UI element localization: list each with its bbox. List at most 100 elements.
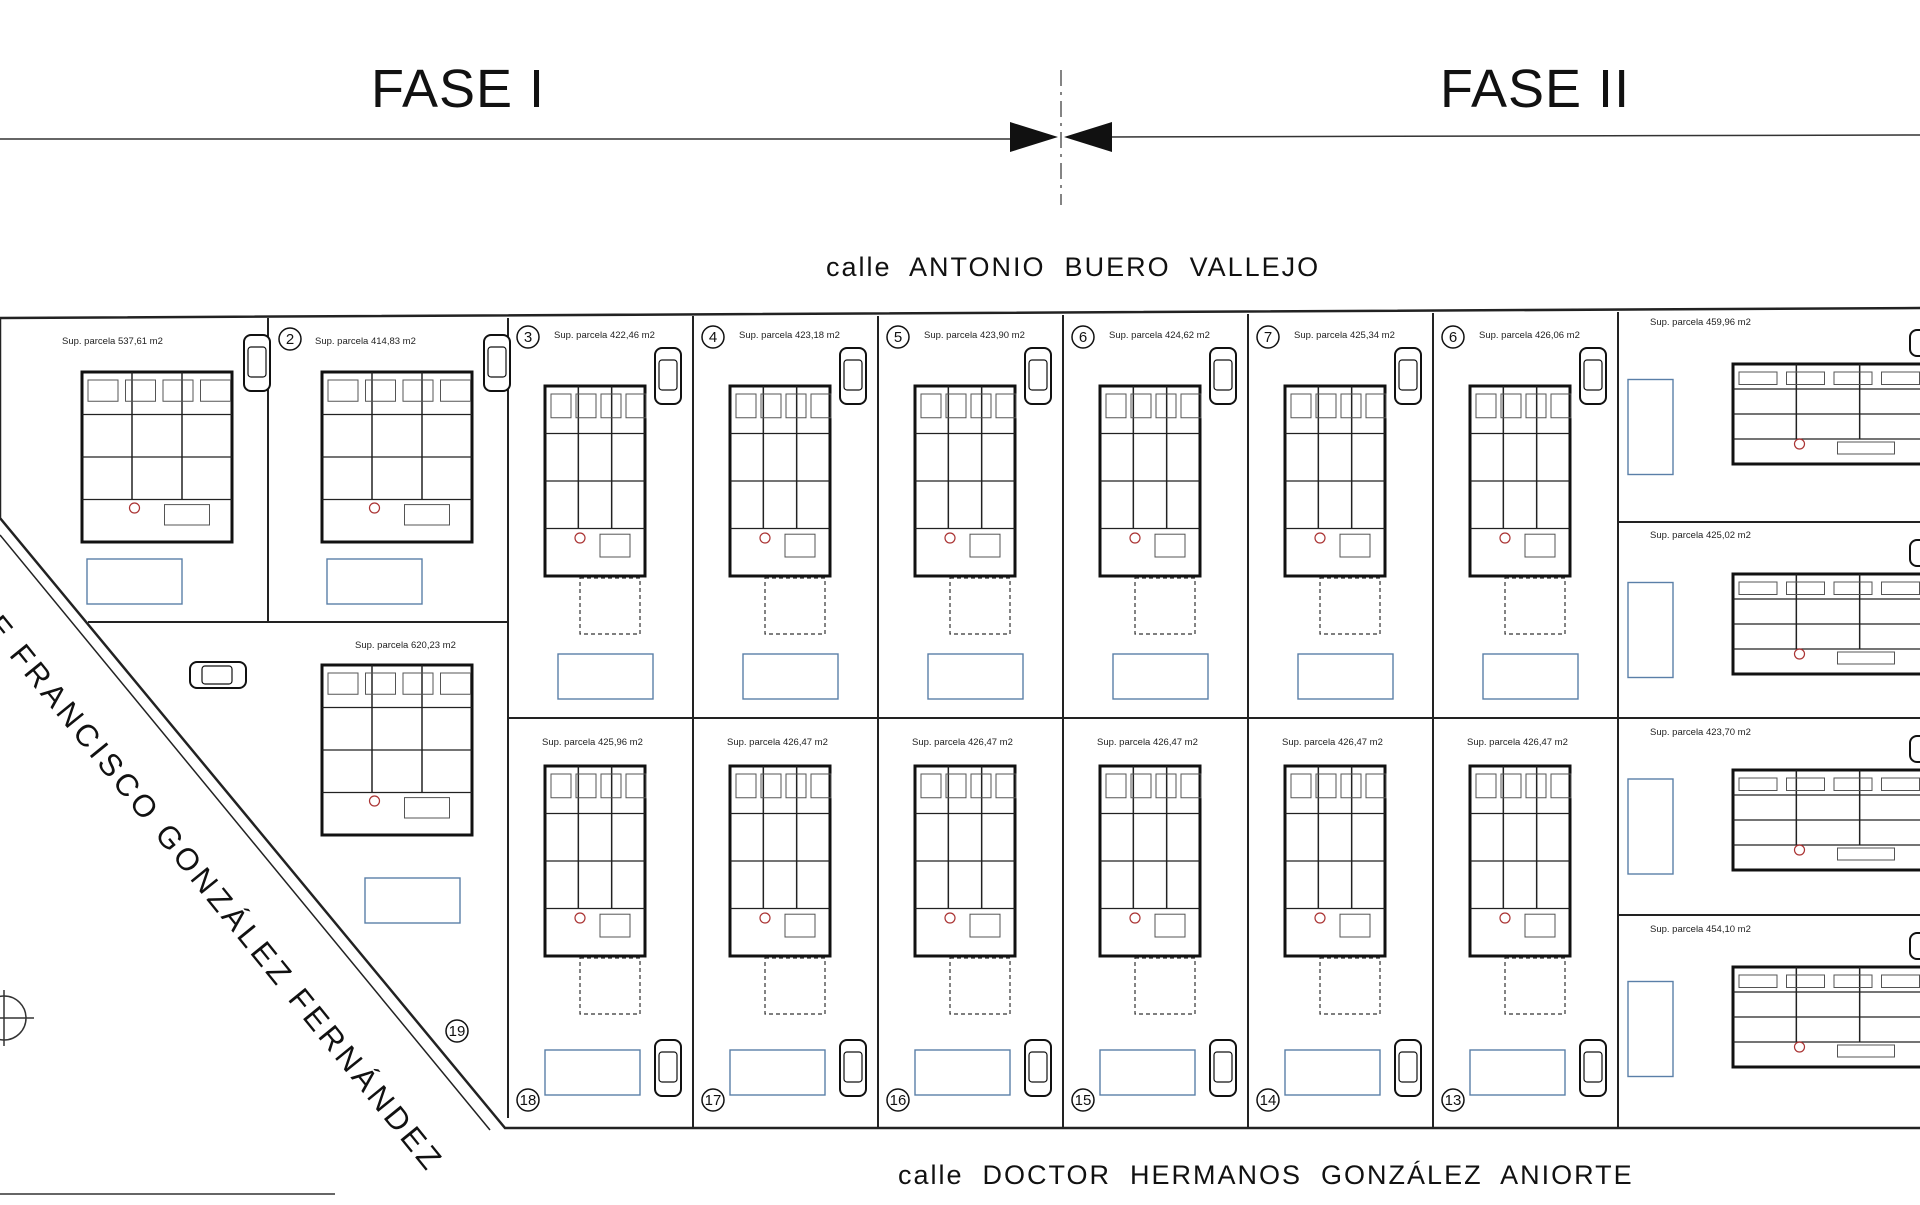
plot-p4: Sup. parcela 423,18 m2 4 — [701, 325, 840, 349]
plot-area-label: Sup. parcela 423,18 m2 — [739, 330, 840, 341]
svg-text:2: 2 — [286, 331, 294, 348]
plot-area-label: Sup. parcela 424,62 m2 — [1109, 330, 1210, 341]
car-icon — [1579, 1039, 1607, 1097]
pool-icon — [742, 653, 839, 700]
plot-p16: Sup. parcela 426,47 m2 16 — [886, 737, 1013, 1112]
car-icon — [1024, 1039, 1052, 1097]
pool-icon — [86, 558, 183, 605]
house-plan-icon — [543, 764, 647, 958]
pool-icon — [1627, 581, 1674, 679]
house-plan-icon — [80, 370, 234, 544]
road-edge-diagonal — [0, 534, 491, 1131]
car-icon — [243, 334, 271, 392]
car-icon — [1909, 539, 1920, 567]
phase-divider-arrow-left — [1010, 122, 1058, 152]
plot-p5: Sup. parcela 423,90 m25 — [886, 325, 1025, 349]
plot-p8: Sup. parcela 426,06 m2 6 — [1441, 325, 1580, 349]
plot-area-label: Sup. parcela 414,83 m2 — [315, 336, 416, 347]
plot-pr4: Sup. parcela 454,10 m2 — [1650, 924, 1751, 935]
plot-number: 17 — [701, 1088, 725, 1112]
plot-area-label: Sup. parcela 537,61 m2 — [62, 336, 163, 347]
pool-icon — [1112, 653, 1209, 700]
plot-pr2: Sup. parcela 425,02 m2 — [1650, 530, 1751, 541]
svg-text:6: 6 — [1449, 329, 1457, 346]
north-arrow-icon — [0, 990, 34, 1046]
pool-icon — [1469, 1049, 1566, 1096]
plot-boundaries — [88, 312, 1920, 1128]
pool-icon — [914, 1049, 1011, 1096]
plot-number: 6 — [1441, 325, 1465, 349]
house-plan-icon — [913, 384, 1017, 578]
terrace-outline — [579, 957, 641, 1015]
plot-number: 18 — [516, 1088, 540, 1112]
car-icon — [839, 347, 867, 405]
plot-pr3: Sup. parcela 423,70 m2 — [1650, 727, 1751, 738]
plot-number: 16 — [886, 1088, 910, 1112]
terrace-outline — [1504, 957, 1566, 1015]
terrace-outline — [579, 577, 641, 635]
svg-text:17: 17 — [705, 1092, 722, 1109]
car-icon — [483, 334, 511, 392]
pool-icon — [1284, 1049, 1381, 1096]
plot-area-label: Sup. parcela 423,70 m2 — [1650, 727, 1751, 738]
car-icon — [1024, 347, 1052, 405]
pool-icon — [927, 653, 1024, 700]
plot-p1: Sup. parcela 537,61 m2 — [62, 336, 163, 347]
plot-number: 13 — [1441, 1088, 1465, 1112]
terrace-outline — [764, 957, 826, 1015]
plot-p7: Sup. parcela 425,34 m2 7 — [1256, 325, 1395, 349]
plot-number: 5 — [886, 325, 910, 349]
svg-text:3: 3 — [524, 329, 532, 346]
plot-number: 3 — [516, 325, 540, 349]
phase-1-title: FASE I — [371, 59, 546, 119]
car-icon — [654, 347, 682, 405]
svg-text:18: 18 — [520, 1092, 537, 1109]
plot-area-label: Sup. parcela 422,46 m2 — [554, 330, 655, 341]
phase-2-title: FASE II — [1440, 59, 1631, 119]
car-icon — [1909, 329, 1920, 357]
house-plan-icon — [1468, 384, 1572, 578]
svg-text:7: 7 — [1264, 329, 1272, 346]
plot-p17: Sup. parcela 426,47 m2 17 — [701, 737, 828, 1112]
plot-number: 14 — [1256, 1088, 1280, 1112]
svg-text:5: 5 — [894, 329, 902, 346]
plot-area-label: Sup. parcela 454,10 m2 — [1650, 924, 1751, 935]
phase-top-line-right — [1104, 134, 1920, 138]
house-plan-icon — [1731, 362, 1920, 466]
pool-icon — [1627, 378, 1674, 476]
pool-icon — [729, 1049, 826, 1096]
car-icon — [1909, 735, 1920, 763]
house-plan-icon — [1468, 764, 1572, 958]
plot-area-label: Sup. parcela 426,06 m2 — [1479, 330, 1580, 341]
plot-number: 4 — [701, 325, 725, 349]
plot-number: 6 — [1071, 325, 1095, 349]
house-plan-icon — [1283, 764, 1387, 958]
plot-number: 19 — [445, 1019, 469, 1043]
plot-area-label: Sup. parcela 426,47 m2 — [912, 737, 1013, 748]
car-icon — [189, 661, 247, 689]
plot-area-label: Sup. parcela 425,34 m2 — [1294, 330, 1395, 341]
car-icon — [654, 1039, 682, 1097]
car-icon — [1209, 1039, 1237, 1097]
site-boundary — [0, 306, 1920, 1130]
house-plan-icon — [728, 764, 832, 958]
plot-p2: Sup. parcela 414,83 m2 2 — [278, 327, 416, 351]
pool-icon — [364, 877, 461, 924]
plot-area-label: Sup. parcela 425,02 m2 — [1650, 530, 1751, 541]
plot-area-label: Sup. parcela 459,96 m2 — [1650, 317, 1751, 328]
svg-text:13: 13 — [1445, 1092, 1462, 1109]
pool-icon — [1627, 778, 1674, 875]
svg-text:6: 6 — [1079, 329, 1087, 346]
street-name-bottom: calle DOCTOR HERMANOS GONZÁLEZ ANIORTE — [898, 1160, 1634, 1190]
house-plan-icon — [320, 663, 474, 837]
terrace-outline — [1504, 577, 1566, 635]
street-name-top: calle ANTONIO BUERO VALLEJO — [826, 252, 1321, 282]
house-plan-icon — [1098, 384, 1202, 578]
terrace-outline — [949, 957, 1011, 1015]
plot-area-label: Sup. parcela 426,47 m2 — [727, 737, 828, 748]
terrace-outline — [1319, 577, 1381, 635]
